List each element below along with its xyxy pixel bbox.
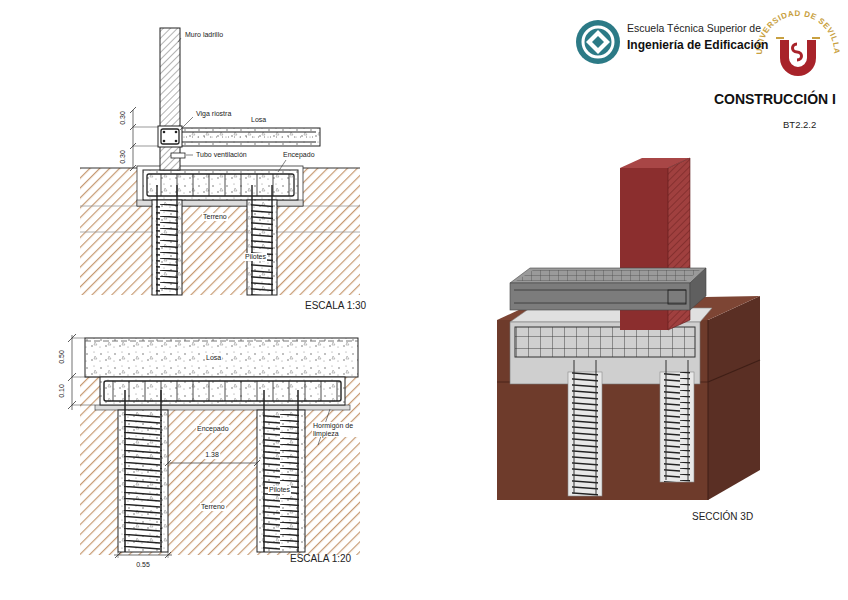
part-label: Losa <box>250 116 267 124</box>
school-name: Ingeniería de Edificación <box>627 39 768 52</box>
part-label: Pilotes <box>244 253 267 261</box>
scale-label: ESCALA 1:20 <box>290 553 351 564</box>
school-name: Escuela Técnica Superior de <box>627 23 761 35</box>
sheet-code: BT2.2.2 <box>783 120 816 130</box>
part-label: Encepado <box>196 425 230 433</box>
part-label: Hormigón de limpieza <box>312 422 360 437</box>
sheet-title: CONSTRUCCIÓN I <box>714 92 836 107</box>
dimension: 0.10 <box>58 383 66 399</box>
part-label: Muro ladrillo <box>184 31 224 39</box>
dimension: 0.30 <box>119 149 127 165</box>
part-label: Viga riostra <box>195 110 232 118</box>
part-label: Terreno <box>202 213 228 221</box>
part-label: Losa <box>205 354 222 362</box>
part-label: Terreno <box>200 503 226 511</box>
part-label: Encepado <box>282 151 316 159</box>
scale-label: ESCALA 1:30 <box>305 300 366 311</box>
part-label: Pilotes <box>268 486 291 494</box>
dimension: 1.38 <box>204 451 220 459</box>
view-label: SECCIÓN 3D <box>692 511 753 522</box>
dimension: 0.50 <box>58 349 66 365</box>
dimension: 0.55 <box>135 561 151 569</box>
dimension: 0.30 <box>119 110 127 126</box>
part-label: Tubo ventilación <box>195 151 248 159</box>
